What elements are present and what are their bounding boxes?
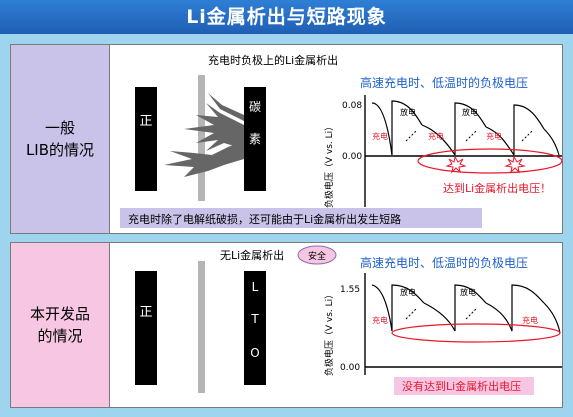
arrow-2 [465,130,477,142]
curve-4-charge [543,302,561,334]
separator [198,75,205,201]
diagram-general-lib: 充电时负极上的Li金属析出 正 碳 素 高速充电时、低温时的负极电压 负 [120,53,563,228]
curve-2-discharge [391,284,425,331]
discharge-label-2: 放电 [460,287,476,297]
separator [198,261,205,393]
warning-label: 达到Li金属析出电压！ [443,181,551,195]
curve-3-discharge [454,284,487,331]
arrow-1 [405,308,417,320]
row-development-product: 本开发品 的情况 无Li金属析出 安全 正 L T O 高速充电时、低温时的负极… [10,242,563,408]
arrow-3 [521,130,533,142]
curve-3-charge [485,126,515,156]
diagram-label: 无Li金属析出 [220,248,284,262]
negative-electrode-label-3: 素 [249,132,261,146]
curve-2-charge [423,302,456,332]
negative-electrode-label-5: O [250,346,259,360]
y-tick-zero: 0.00 [342,152,362,162]
row-general-lib: 一般 LIB的情况 充电时负极上的Li金属析出 正 碳 素 [10,44,563,234]
charge-label-2: 充电 [428,131,444,141]
chart-title: 高速充电时、低温时的负极电压 [360,255,528,270]
curve-2-charge [421,124,456,156]
discharge-label-1: 放电 [400,107,416,117]
curve-2-discharge [391,100,423,155]
diagram-development-product: 无Li金属析出 安全 正 L T O 高速充电时、低温时的负极电压 负极电压（V… [135,245,562,395]
charge-label-3: 充电 [486,131,502,141]
lithium-dendrites [164,93,244,177]
safe-badge-label: 安全 [308,250,326,262]
y-tick-zero: 0.00 [340,363,360,373]
page-title: Li金属析出与短路现象 [0,0,573,34]
dotted-arrows [405,130,533,142]
charge-label-1: 充电 [372,315,388,325]
safe-badge [297,245,337,265]
chart-title: 高速充电时、低温时的负极电压 [360,75,528,90]
y-axis-label: 负极电压（V vs. Li） [323,122,335,208]
negative-electrode-lto [244,271,266,385]
positive-electrode [135,87,157,191]
row-content-development-product: 无Li金属析出 安全 正 L T O 高速充电时、低温时的负极电压 负极电压（V… [109,243,562,407]
curve-3-charge [485,302,513,332]
result-label: 没有达到Li金属析出电压 [402,379,521,393]
row-label-development-product: 本开发品 的情况 [11,243,109,407]
curve-3-discharge [454,102,487,155]
y-tick-high: 1.55 [340,285,360,295]
note-text: 充电时除了电解纸破损，还可能由于Li金属析出发生短路 [128,212,401,226]
negative-electrode-label-1: 碳 [249,100,261,114]
row-content-general-lib: 充电时负极上的Li金属析出 正 碳 素 高速充电时、低温时的负极电压 负 [109,45,563,233]
negative-electrode-label-3: T [250,312,259,326]
curve-1-charge [371,284,393,332]
y-axis-label: 负极电压（V vs. Li） [323,290,335,376]
arrow-2 [465,308,477,320]
dendrite-top [208,93,244,121]
dendrite-upper [184,103,244,151]
starburst-icon [445,155,467,174]
curve-4-discharge [513,104,545,155]
curve-4-charge [543,128,560,156]
positive-electrode [135,271,157,385]
charge-label-1: 充电 [372,131,388,141]
charge-label-2: 充电 [522,315,538,325]
dendrite-lower [164,141,244,177]
arrow-1 [405,130,417,142]
minimum-voltage-ellipse [391,323,561,343]
note-box [120,208,482,228]
y-tick-high: 0.08 [342,101,362,111]
voltage-curves [371,100,560,156]
curve-4-discharge [511,284,545,331]
discharge-label-2: 放电 [462,107,478,117]
positive-electrode-label-1: 正 [139,114,152,129]
voltage-curves [371,284,561,334]
discharge-label-1: 放电 [400,287,416,297]
curve-1-charge [371,102,393,156]
positive-electrode-label-1: 正 [139,305,152,320]
deposition-region-ellipse [417,148,563,174]
diagram-label: 充电时负极上的Li金属析出 [208,53,338,67]
row-label-general-lib: 一般 LIB的情况 [11,45,109,233]
result-box [394,377,534,395]
negative-electrode-carbon [244,87,266,191]
starburst-icon [504,155,526,174]
negative-electrode-label-1: L [252,280,259,294]
